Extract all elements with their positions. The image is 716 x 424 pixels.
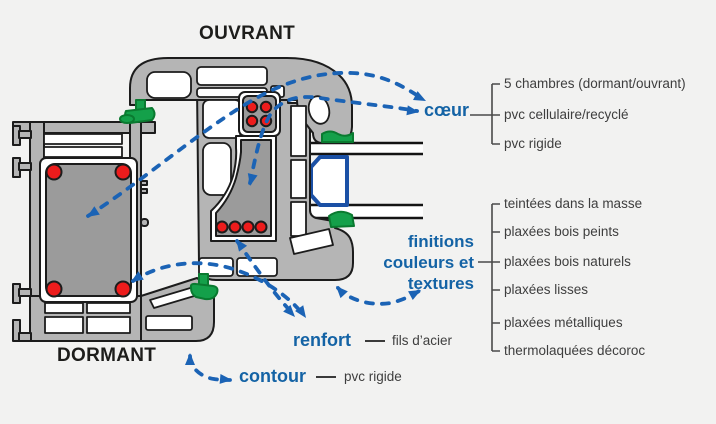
arrowhead: [87, 206, 100, 217]
renfort-term: renfort: [293, 330, 351, 350]
contour-term: contour: [239, 366, 306, 386]
coeur-bracket: [470, 83, 500, 145]
contour-detail: pvc rigide: [344, 369, 402, 384]
glass-pane-outer: [300, 144, 423, 153]
dormant-wall-nub: [140, 180, 148, 186]
finitions-line-2: couleurs et: [383, 253, 474, 272]
finitions-item-3: plaxées bois naturels: [504, 254, 631, 269]
legend-brackets: [316, 83, 500, 378]
ouvrant-label: OUVRANT: [199, 23, 296, 44]
dormant-wall-nub: [140, 218, 149, 227]
dormant-profile: [12, 121, 215, 342]
arrowhead: [283, 304, 295, 317]
arrowhead: [413, 91, 426, 101]
glazing-unit: [300, 141, 423, 220]
renfort-detail: fils d’acier: [392, 333, 453, 348]
sash-frame-gasket-lip: [119, 114, 135, 124]
finitions-item-6: thermolaquées décoroc: [504, 343, 646, 358]
steel-dot: [254, 220, 268, 234]
arrowhead: [295, 305, 306, 318]
seal-gaskets: [119, 99, 355, 301]
finitions-item-1: teintées dans la masse: [504, 196, 643, 211]
dormant-air-chambers: [43, 133, 202, 334]
dormant-reinforced-chamber: [45, 163, 132, 297]
dormant-mounting-hooks: [12, 125, 32, 342]
dormant-label: DORMANT: [57, 345, 157, 366]
ouvrant-air-chambers: [146, 66, 334, 277]
glass-bottom-gasket: [328, 210, 355, 228]
arrowhead: [185, 353, 195, 365]
steel-dot: [114, 163, 132, 181]
arrowhead: [131, 271, 144, 282]
steel-dot: [45, 163, 63, 181]
steel-dot: [259, 100, 273, 114]
arrowhead: [336, 286, 348, 299]
ouvrant-reinforced-chamber-main: [215, 139, 272, 237]
finitions-item-5: plaxées métalliques: [504, 315, 623, 330]
arrowhead: [406, 105, 419, 116]
coeur-item-2: pvc cellulaire/recyclé: [504, 107, 629, 122]
center-gasket: [189, 282, 219, 301]
arrow-heads: [87, 91, 426, 384]
steel-dot: [241, 220, 255, 234]
steel-dot: [114, 280, 132, 298]
arrowhead: [408, 290, 421, 301]
steel-dot: [215, 220, 229, 234]
arrowhead: [219, 373, 232, 384]
glazing-spacer-bar: [309, 155, 349, 207]
arrow-coeur-ouvrant: [248, 95, 419, 185]
steel-dot: [45, 280, 63, 298]
finitions-item-2: plaxées bois peints: [504, 224, 619, 239]
arrowhead: [236, 239, 248, 252]
finitions-term: finitions couleurs et textures: [378, 231, 474, 294]
glass-pane-inner: [300, 206, 423, 217]
finitions-line-3: textures: [407, 274, 474, 293]
glass-top-gasket: [321, 130, 354, 143]
arrow-coeur-dormant: [86, 70, 426, 218]
coeur-item-1: 5 chambres (dormant/ouvrant): [504, 76, 686, 91]
steel-dot: [228, 220, 242, 234]
arrow-renfort-dormant: [131, 261, 306, 318]
coeur-item-3: pvc rigide: [504, 136, 562, 151]
finitions-bracket: [478, 203, 500, 352]
steel-dot: [245, 114, 259, 128]
dormant-wall-nub: [140, 188, 148, 194]
finitions-line-1: finitions: [407, 232, 474, 251]
finitions-item-4: plaxées lisses: [504, 282, 589, 297]
coeur-term: cœur: [424, 100, 469, 120]
arrowhead: [247, 173, 258, 186]
